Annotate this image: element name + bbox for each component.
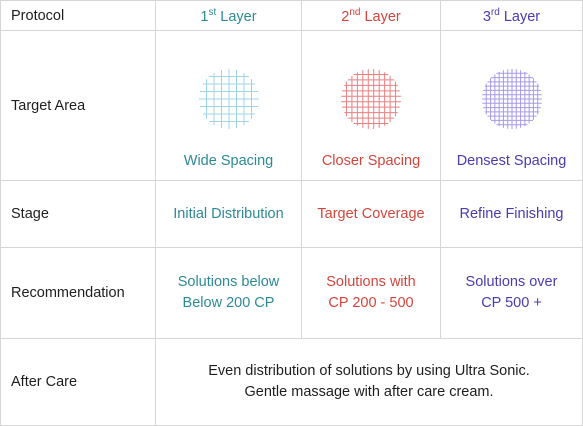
wide-grid-icon [198,68,259,129]
densest-spacing-text: Densest Spacing [456,152,567,169]
recommendation-layer-1-line1: Solutions below [177,274,280,290]
layer-3-suffix: rd [490,6,500,18]
recommendation-layer-3-line1: Solutions over [465,274,558,290]
protocol-header: Protocol [0,0,156,31]
layer-1-word: Layer [216,8,257,25]
stage-layer-2: Target Coverage [301,180,441,248]
layer-1-header: 1st Layer [155,0,302,31]
after-care-text: Even distribution of solutions by using … [155,338,583,426]
stage-row: Stage Initial Distribution Target Covera… [0,180,583,248]
recommendation-layer-1-line2: Below 200 CP [182,295,275,311]
stage-label: Stage [0,180,156,248]
layer-3-header: 3rd Layer [440,0,583,31]
target-area-layer-3: Densest Spacing [440,30,583,181]
layer-2-word: Layer [360,8,401,25]
recommendation-layer-1: Solutions below Below 200 CP [155,247,302,339]
after-care-row: After Care Even distribution of solution… [0,338,583,426]
layer-2-number: 2 [341,8,350,25]
wide-spacing-text: Wide Spacing [183,152,274,169]
recommendation-layer-2-line1: Solutions with [326,274,416,290]
stage-layer-3: Refine Finishing [440,180,583,248]
target-area-row: Target Area Wide Spacing Closer Spacing … [0,30,583,181]
recommendation-layer-3: Solutions over CP 500 + [440,247,583,339]
target-area-label: Target Area [0,30,156,181]
target-area-layer-2: Closer Spacing [301,30,441,181]
layer-1-number: 1 [200,8,209,25]
recommendation-label: Recommendation [0,247,156,339]
layer-2-suffix: nd [349,6,361,18]
recommendation-layer-2: Solutions with CP 200 - 500 [301,247,441,339]
recommendation-layer-2-line2: CP 200 - 500 [328,295,414,311]
after-care-line2: Gentle massage with after care cream. [244,384,494,400]
target-area-layer-1: Wide Spacing [155,30,302,181]
closer-spacing-text: Closer Spacing [321,152,421,169]
layer-3-number: 3 [482,8,491,25]
densest-grid-icon [481,68,542,129]
layer-2-header: 2nd Layer [301,0,441,31]
layer-3-word: Layer [499,8,541,25]
header-row: Protocol 1st Layer 2nd Layer 3rd Layer [0,0,583,31]
recommendation-row: Recommendation Solutions below Below 200… [0,247,583,339]
after-care-line1: Even distribution of solutions by using … [208,363,530,379]
closer-grid-icon [341,68,401,129]
recommendation-layer-3-line2: CP 500 + [481,295,542,311]
stage-layer-1: Initial Distribution [155,180,302,248]
after-care-label: After Care [0,338,156,426]
layer-1-suffix: st [208,6,217,18]
